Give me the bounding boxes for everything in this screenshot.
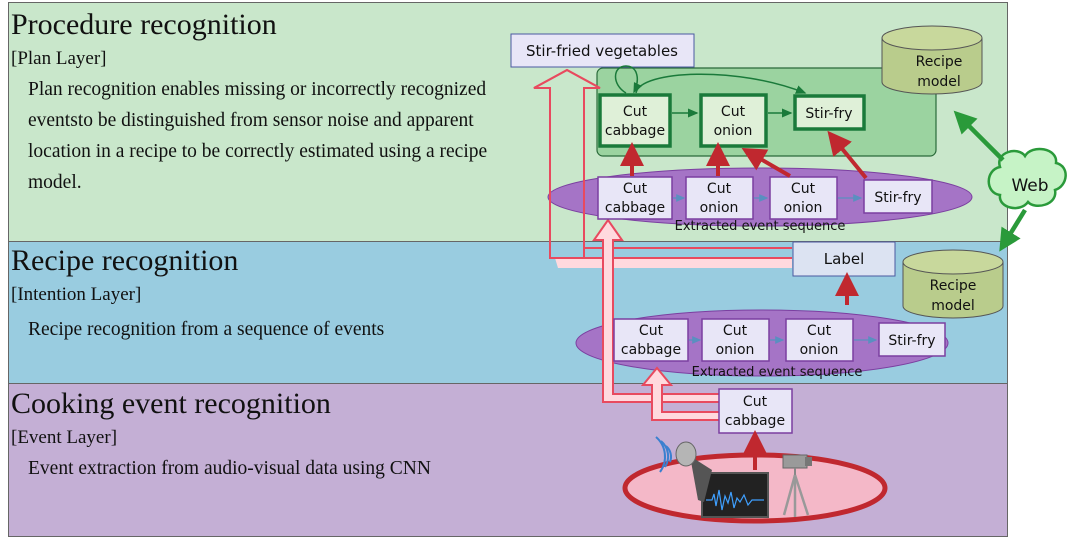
plan-layer-title: Procedure recognition bbox=[11, 8, 277, 41]
svg-text:Stir-fry: Stir-fry bbox=[805, 106, 852, 122]
intention-event-cut-cabbage: Cut cabbage bbox=[613, 318, 689, 362]
plan-node-stir-fry: Stir-fry bbox=[793, 94, 866, 131]
svg-text:Stir-fry: Stir-fry bbox=[888, 333, 935, 349]
event-layer-title: Cooking event recognition bbox=[11, 387, 331, 420]
intention-layer-description: Recipe recognition from a sequence of ev… bbox=[28, 319, 385, 340]
plan-node-cut-cabbage: Cut cabbage bbox=[598, 93, 672, 148]
dish-label-box: Stir-fried vegetables bbox=[510, 33, 695, 68]
intention-event-cut-onion-2: Cut onion bbox=[785, 318, 854, 362]
event-layer-subtitle: [Event Layer] bbox=[11, 427, 118, 448]
svg-text:Cut: Cut bbox=[721, 104, 746, 120]
plan-event-cut-onion-1: Cut onion bbox=[685, 176, 754, 220]
plan-layer-description: Plan recognition enables missing or inco… bbox=[28, 79, 488, 193]
svg-text:onion: onion bbox=[716, 342, 755, 358]
plan-layer-subtitle: [Plan Layer] bbox=[11, 48, 107, 69]
recipe-label-box: Label bbox=[792, 241, 896, 277]
pink-arrow-event-to-plan bbox=[592, 218, 719, 403]
pink-arrow-to-dish bbox=[533, 68, 601, 264]
dish-label-text: Stir-fried vegetables bbox=[526, 42, 678, 60]
plan-event-cut-cabbage: Cut cabbage bbox=[597, 176, 673, 220]
microphone-icon bbox=[655, 436, 712, 502]
svg-text:Cut: Cut bbox=[639, 323, 664, 339]
intention-event-stir-fry: Stir-fry bbox=[878, 322, 946, 357]
web-cloud-icon: Web bbox=[987, 147, 1067, 210]
svg-text:Cut: Cut bbox=[623, 181, 648, 197]
svg-text:Cut: Cut bbox=[623, 104, 648, 120]
intention-layer-title: Recipe recognition bbox=[11, 244, 239, 277]
svg-text:onion: onion bbox=[700, 200, 739, 216]
svg-text:cabbage: cabbage bbox=[605, 200, 665, 216]
waveform-display-icon bbox=[701, 472, 769, 518]
svg-text:Recipe: Recipe bbox=[916, 54, 963, 70]
svg-text:model: model bbox=[931, 298, 975, 314]
plan-edge-self-loop bbox=[614, 65, 643, 94]
svg-text:model: model bbox=[917, 74, 961, 90]
detected-event-box: Cut cabbage bbox=[718, 388, 793, 434]
svg-text:cabbage: cabbage bbox=[605, 123, 665, 139]
recipe-model-db-plan: Recipe model bbox=[881, 25, 983, 95]
svg-text:Cut: Cut bbox=[791, 181, 816, 197]
intention-event-cut-onion-1: Cut onion bbox=[701, 318, 770, 362]
svg-text:Cut: Cut bbox=[807, 323, 832, 339]
camera-tripod-icon bbox=[782, 454, 812, 517]
recipe-model-db-intention: Recipe model bbox=[902, 249, 1004, 319]
svg-text:onion: onion bbox=[784, 200, 823, 216]
plan-extracted-label: Extracted event sequence bbox=[675, 219, 846, 234]
svg-text:Cut: Cut bbox=[707, 181, 732, 197]
svg-text:onion: onion bbox=[714, 123, 753, 139]
plan-event-cut-onion-2: Cut onion bbox=[769, 176, 838, 220]
plan-node-cut-onion: Cut onion bbox=[699, 93, 768, 148]
plan-event-stir-fry: Stir-fry bbox=[863, 179, 933, 214]
svg-text:onion: onion bbox=[800, 342, 839, 358]
pink-arrow-label-to-dish bbox=[533, 68, 792, 268]
plan-alignment-arrows bbox=[620, 130, 868, 180]
pink-arrow-event-to-intention bbox=[640, 366, 719, 421]
web-to-plan-model-arrow bbox=[953, 110, 1005, 162]
svg-text:Cut: Cut bbox=[743, 394, 768, 410]
svg-text:Cut: Cut bbox=[723, 323, 748, 339]
intention-extracted-label: Extracted event sequence bbox=[692, 365, 863, 380]
svg-text:cabbage: cabbage bbox=[621, 342, 681, 358]
intention-layer-subtitle: [Intention Layer] bbox=[11, 284, 142, 305]
web-to-intention-model-arrow bbox=[999, 208, 1027, 252]
event-layer-description: Event extraction from audio-visual data … bbox=[28, 458, 431, 479]
svg-text:cabbage: cabbage bbox=[725, 413, 785, 429]
web-label: Web bbox=[1011, 176, 1048, 196]
recipe-label-text: Label bbox=[824, 250, 864, 268]
svg-text:Stir-fry: Stir-fry bbox=[874, 190, 921, 206]
svg-text:Recipe: Recipe bbox=[930, 278, 977, 294]
